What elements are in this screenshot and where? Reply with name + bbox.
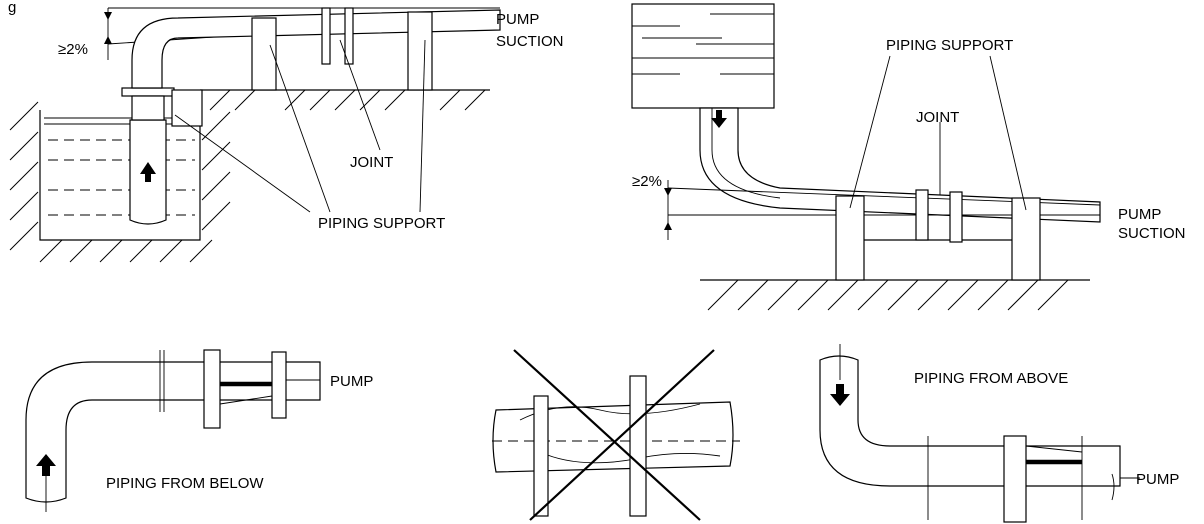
support-leader [989, 55, 1027, 211]
reducer-taper [1025, 445, 1083, 453]
flow-arrow-icon [36, 454, 56, 476]
piping-support-label: PIPING SUPPORT [318, 215, 445, 232]
cross-out-line [513, 349, 701, 521]
pump-suction-label-1: PUMP [1118, 206, 1161, 223]
pump-suction-label-2: SUCTION [1118, 225, 1186, 242]
pipe-flange [533, 395, 549, 517]
joint-leader [339, 39, 381, 151]
reducer-taper [219, 395, 273, 405]
piping-support-right [1011, 197, 1041, 281]
support-leader [419, 39, 426, 213]
support-leader [849, 55, 891, 209]
slope-arrow-icon [664, 222, 672, 230]
pump-label: PUMP [330, 373, 373, 390]
panel-bottom-left: PUMP PIPING FROM BELOW [25, 349, 373, 512]
wall-bracket [171, 89, 203, 127]
piping-support-label: PIPING SUPPORT [886, 37, 1013, 54]
piping-support-right [407, 11, 433, 91]
pipe-flange [121, 87, 175, 97]
caption: PIPING FROM BELOW [106, 475, 264, 492]
panel-top-right: ≥2% PIPING SUPPORT JOINT PUMP SUCTION [631, 3, 1186, 311]
panel-top-left: g ≥2% [8, 0, 564, 263]
misaligned-pipe [492, 401, 734, 473]
slope-arrow-icon [104, 12, 112, 20]
slope-arrow-icon [104, 36, 112, 44]
flow-arrow-icon [830, 384, 850, 406]
pipe-flange [203, 349, 221, 429]
panel-bottom-right: PIPING FROM ABOVE PUMP [819, 344, 1179, 523]
pump-flange [271, 351, 287, 419]
cross-out-line [529, 349, 715, 521]
slope-label: ≥2% [58, 41, 88, 58]
pump-label: PUMP [1136, 471, 1179, 488]
tank-wall [39, 90, 201, 241]
liquid-level-lines [44, 117, 196, 125]
flow-arrow-icon [711, 110, 727, 128]
piping-from-above-elbow [819, 355, 1121, 487]
joint-flange [344, 7, 354, 65]
joint-label: JOINT [916, 109, 959, 126]
header-text: g [8, 0, 16, 16]
slope-label: ≥2% [632, 173, 662, 190]
flow-arrow-icon [140, 162, 156, 182]
joint-label: JOINT [350, 154, 393, 171]
liquid-dashes [48, 139, 195, 216]
piping-from-below-elbow [25, 361, 321, 503]
joint-flange [949, 191, 963, 243]
piping-support-left [835, 195, 865, 281]
pipe-flange [1003, 435, 1027, 523]
pipe-flange [629, 375, 647, 517]
tank-box [631, 3, 775, 109]
ground-hatching [9, 89, 486, 263]
suction-elbow-pipe [131, 9, 501, 89]
joint-flange [321, 7, 331, 65]
pipe-inner-line [711, 108, 781, 199]
pump-suction-label-2: SUCTION [496, 33, 564, 50]
support-leader [269, 44, 331, 213]
caption: PIPING FROM ABOVE [914, 370, 1068, 387]
pipe-break-icon [1111, 473, 1115, 501]
pump-suction-label-1: PUMP [496, 11, 539, 28]
joint-flange [915, 189, 929, 241]
pipe-coupling [131, 95, 165, 121]
slope-arrow-icon [664, 188, 672, 196]
piping-support-left [251, 17, 277, 91]
panel-bottom-middle-incorrect [492, 349, 740, 521]
tank-level-lines [632, 13, 774, 75]
support-leader [174, 114, 311, 213]
